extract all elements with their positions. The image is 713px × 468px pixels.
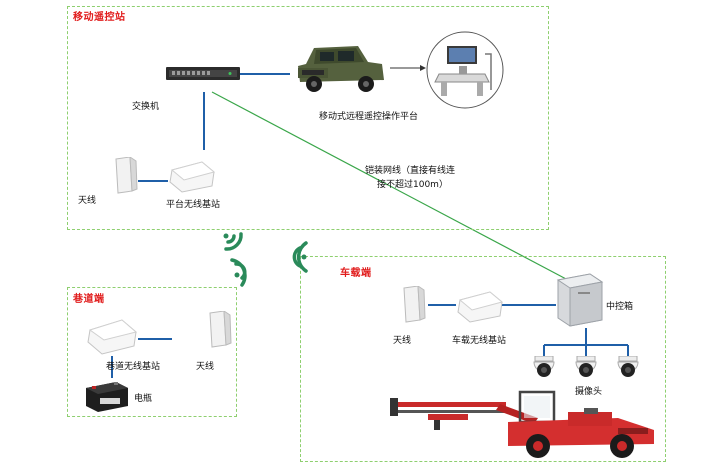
antenna-tunnel-label: 天线 [196, 362, 215, 372]
control-box [554, 272, 604, 328]
wifi-icon [280, 240, 310, 274]
camera-icon [616, 355, 640, 382]
platform-base-station [168, 160, 216, 194]
tunnel-base-label: 巷道无线基站 [106, 362, 161, 372]
remote-console [425, 30, 505, 110]
jeep-vehicle [292, 34, 388, 94]
camera-label: 摄像头 [575, 387, 603, 397]
vehicle-base-station [456, 290, 504, 324]
camera-icon [574, 355, 598, 382]
camera-icon [532, 355, 556, 382]
platform-label: 移动式远程遥控操作平台 [319, 112, 419, 122]
platform-base-label: 平台无线基站 [166, 200, 221, 210]
arrow-head [420, 65, 426, 71]
control-box-label: 中控箱 [606, 302, 634, 312]
zone-title-mobile: 移动遥控站 [73, 12, 126, 23]
switch-device [166, 66, 240, 80]
zone-mobile-station [67, 6, 549, 230]
antenna-mobile [110, 156, 138, 197]
battery-device [84, 378, 130, 414]
antenna-tunnel [204, 310, 232, 351]
antenna-vehicle [398, 285, 426, 326]
zone-vehicle [300, 256, 666, 462]
zone-tunnel [67, 287, 237, 417]
vehicle-base-label: 车载无线基站 [452, 336, 507, 346]
drilling-rig [388, 388, 660, 460]
wifi-icon [228, 258, 258, 288]
battery-label: 电瓶 [134, 394, 153, 404]
zone-title-tunnel: 巷道端 [73, 294, 105, 305]
cable-label-line2: 接不超过100m） [377, 180, 448, 190]
wifi-icon [220, 222, 250, 252]
antenna-vehicle-label: 天线 [393, 336, 412, 346]
tunnel-base-station [86, 318, 138, 356]
switch-label: 交换机 [132, 102, 160, 112]
zone-title-vehicle: 车载端 [340, 268, 372, 279]
armored-cable [211, 91, 569, 281]
cable-label-line1: 铠装网线（直接有线连 [365, 166, 456, 176]
antenna-mobile-label: 天线 [78, 196, 97, 206]
